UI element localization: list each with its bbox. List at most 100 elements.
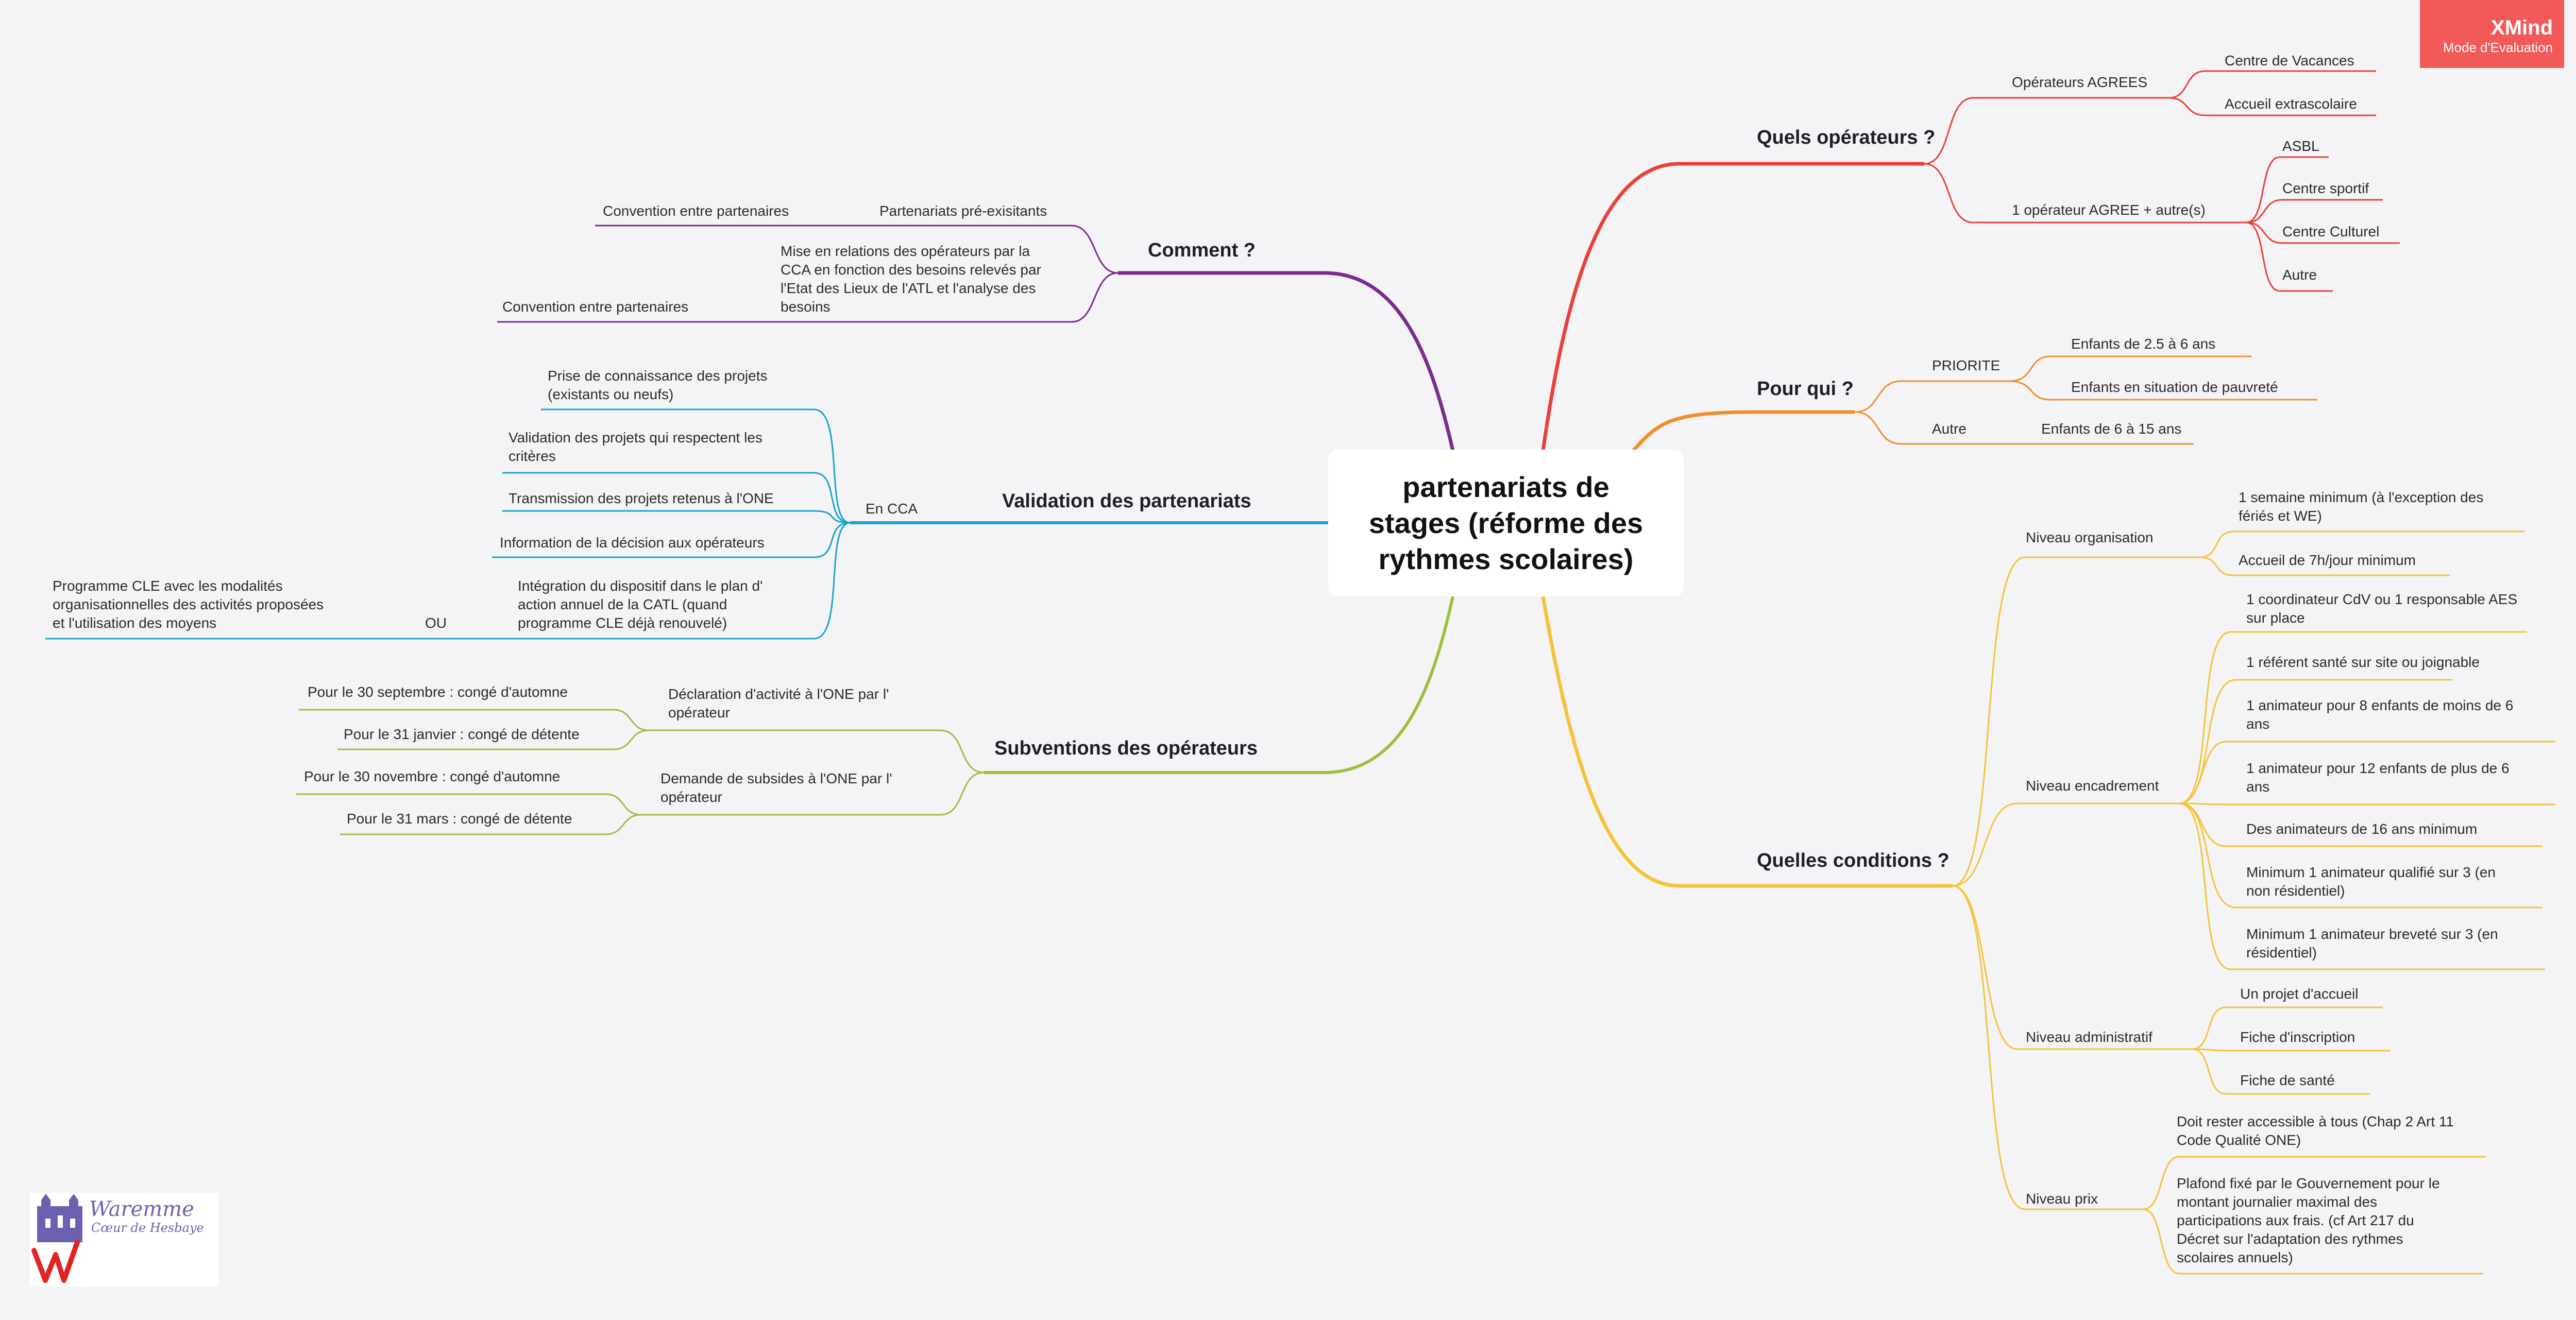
subtopic-demande-subsides[interactable]: Demande de subsides à l'ONE par l' opéra…	[660, 769, 892, 807]
xmind-evaluation-badge: XMind Mode d'Evaluation	[2420, 0, 2564, 68]
subtopic-demande-subsides-line-2: opérateur	[660, 789, 722, 805]
subtopic-convention-partenaires-2[interactable]: Convention entre partenaires	[502, 299, 689, 315]
logo-name: Waremme	[89, 1197, 194, 1221]
subtopic-animateurs-16-ans[interactable]: Des animateurs de 16 ans minimum	[2246, 821, 2478, 837]
connector-quelles-conditions	[1541, 596, 1953, 888]
subtopic-operateur-agree-autres[interactable]: 1 opérateur AGREE + autre(s)	[2012, 202, 2206, 218]
subtopic-mise-en-relations-line-3: l'Etat des Lieux de l'ATL et l'analyse d…	[781, 280, 1036, 296]
subtopic-coordinateur-line-1: 1 coordinateur CdV ou 1 responsable AES	[2246, 591, 2518, 607]
subtopic-accueil-extrascolaire[interactable]: Accueil extrascolaire	[2225, 96, 2357, 112]
subtopic-integration-dispositif[interactable]: Intégration du dispositif dans le plan d…	[518, 577, 762, 632]
subtopic-enfants-pauvrete[interactable]: Enfants en situation de pauvreté	[2071, 379, 2278, 395]
subtopic-autre-public[interactable]: Autre	[1932, 421, 1967, 437]
subtopic-partenariats-preexistants[interactable]: Partenariats pré-exisitants	[879, 203, 1047, 219]
topic-subventions-operateurs[interactable]: Subventions des opérateurs	[994, 738, 1258, 759]
subtopic-mise-en-relations-line-1: Mise en relations des opérateurs par la	[781, 243, 1030, 259]
subtopic-autre-operateur[interactable]: Autre	[2282, 267, 2317, 283]
central-topic-line-1: partenariats de	[1402, 470, 1609, 503]
subtopic-programme-cle-line-1: Programme CLE avec les modalités	[53, 578, 283, 594]
subtopic-animateur-8-enfants-line-2: ans	[2246, 716, 2270, 732]
subtopic-niveau-administratif[interactable]: Niveau administratif	[2026, 1029, 2153, 1045]
subtopic-declaration-activite[interactable]: Déclaration d'activité à l'ONE par l' op…	[668, 685, 889, 722]
subtopic-centre-culturel[interactable]: Centre Culturel	[2282, 224, 2380, 239]
subtopic-animateur-8-enfants-line-1: 1 animateur pour 8 enfants de moins de 6	[2246, 697, 2514, 713]
subtopic-transmission-projets[interactable]: Transmission des projets retenus à l'ONE	[509, 490, 774, 506]
connectors-pour-qui-children	[1854, 355, 2317, 445]
subtopic-animateur-12-enfants-line-2: ans	[2246, 779, 2270, 795]
topic-quelles-conditions[interactable]: Quelles conditions ?	[1757, 850, 1950, 871]
subtopic-plafond-gouvernement-line-5: scolaires annuels)	[2177, 1249, 2293, 1265]
subtopic-programme-cle-line-3: et l'utilisation des moyens	[53, 615, 217, 631]
connectors-quels-operateurs-children	[1924, 70, 2400, 292]
subtopic-animateur-qualifie[interactable]: Minimum 1 animateur qualifié sur 3 (en n…	[2246, 863, 2496, 900]
subtopic-niveau-organisation[interactable]: Niveau organisation	[2026, 529, 2154, 545]
subtopic-mise-en-relations-line-2: CCA en fonction des besoins relevés par	[781, 262, 1041, 278]
subtopic-31-janvier[interactable]: Pour le 31 janvier : congé de détente	[344, 726, 580, 742]
subtopic-programme-cle[interactable]: Programme CLE avec les modalités organis…	[53, 577, 324, 632]
subtopic-operateurs-agrees[interactable]: Opérateurs AGREES	[2012, 74, 2148, 90]
subtopic-fiche-inscription[interactable]: Fiche d'inscription	[2240, 1029, 2355, 1045]
waremme-logo-text: Waremme Cœur de Hesbaye	[89, 1198, 204, 1235]
subtopic-coordinateur-line-2: sur place	[2246, 610, 2305, 626]
subtopic-31-mars[interactable]: Pour le 31 mars : congé de détente	[347, 811, 572, 827]
subtopic-animateur-brevete-line-2: résidentiel)	[2246, 945, 2317, 961]
subtopic-centre-sportif[interactable]: Centre sportif	[2282, 180, 2369, 196]
subtopic-fiche-sante[interactable]: Fiche de santé	[2240, 1072, 2335, 1088]
connectors-subventions-children	[296, 709, 985, 835]
topic-pour-qui[interactable]: Pour qui ?	[1757, 378, 1854, 400]
subtopic-animateur-12-enfants[interactable]: 1 animateur pour 12 enfants de plus de 6…	[2246, 759, 2510, 796]
subtopic-accessible-a-tous-line-2: Code Qualité ONE)	[2177, 1132, 2301, 1148]
subtopic-niveau-prix[interactable]: Niveau prix	[2026, 1191, 2098, 1207]
subtopic-referent-sante[interactable]: 1 référent santé sur site ou joignable	[2246, 654, 2480, 670]
badge-title: XMind	[2491, 16, 2553, 39]
subtopic-prise-connaissance[interactable]: Prise de connaissance des projets (exist…	[548, 367, 767, 404]
connector-pour-qui	[1632, 410, 1855, 452]
subtopic-validation-projets-line-2: critères	[509, 448, 556, 464]
subtopic-validation-projets[interactable]: Validation des projets qui respectent le…	[509, 428, 762, 466]
subtopic-ou[interactable]: OU	[425, 615, 447, 631]
subtopic-30-novembre[interactable]: Pour le 30 novembre : congé d'automne	[304, 768, 561, 784]
subtopic-plafond-gouvernement-line-4: Décret sur l'adaptation des rythmes	[2177, 1231, 2403, 1247]
subtopic-convention-partenaires-1[interactable]: Convention entre partenaires	[603, 203, 789, 219]
subtopic-enfants-6-a-15[interactable]: Enfants de 6 à 15 ans	[2041, 421, 2182, 437]
subtopic-integration-dispositif-line-3: programme CLE déjà renouvelé)	[518, 615, 727, 631]
subtopic-mise-en-relations[interactable]: Mise en relations des opérateurs par la …	[781, 242, 1041, 316]
subtopic-validation-projets-line-1: Validation des projets qui respectent le…	[509, 430, 762, 445]
topic-quels-operateurs[interactable]: Quels opérateurs ?	[1757, 127, 1936, 148]
subtopic-accueil-7h[interactable]: Accueil de 7h/jour minimum	[2239, 552, 2416, 568]
subtopic-prise-connaissance-line-2: (existants ou neufs)	[548, 386, 674, 402]
topic-comment[interactable]: Comment ?	[1148, 239, 1256, 261]
topic-validation-partenariats[interactable]: Validation des partenariats	[1002, 490, 1251, 512]
central-topic[interactable]: partenariats de stages (réforme des ryth…	[1328, 450, 1684, 596]
subtopic-animateur-brevete[interactable]: Minimum 1 animateur breveté sur 3 (en ré…	[2246, 925, 2498, 962]
subtopic-en-cca[interactable]: En CCA	[866, 501, 918, 517]
connector-comment	[1118, 271, 1455, 451]
subtopic-centre-vacances[interactable]: Centre de Vacances	[2225, 53, 2354, 68]
subtopic-information-decision[interactable]: Information de la décision aux opérateur…	[500, 535, 765, 551]
subtopic-projet-accueil[interactable]: Un projet d'accueil	[2240, 986, 2359, 1002]
subtopic-niveau-encadrement[interactable]: Niveau encadrement	[2026, 778, 2159, 794]
subtopic-30-septembre[interactable]: Pour le 30 septembre : congé d'automne	[308, 684, 568, 700]
subtopic-demande-subsides-line-1: Demande de subsides à l'ONE par l'	[660, 770, 892, 786]
subtopic-animateur-8-enfants[interactable]: 1 animateur pour 8 enfants de moins de 6…	[2246, 696, 2513, 733]
subtopic-animateur-qualifie-line-2: non résidentiel)	[2246, 883, 2345, 899]
subtopic-priorite[interactable]: PRIORITE	[1932, 357, 2001, 373]
subtopic-declaration-activite-line-1: Déclaration d'activité à l'ONE par l'	[668, 686, 889, 702]
subtopic-animateur-brevete-line-1: Minimum 1 animateur breveté sur 3 (en	[2246, 926, 2498, 942]
subtopic-mise-en-relations-line-4: besoins	[781, 299, 831, 315]
subtopic-asbl[interactable]: ASBL	[2282, 138, 2319, 154]
subtopic-plafond-gouvernement-line-2: montant journalier maximal des	[2177, 1194, 2378, 1210]
subtopic-enfants-2-5-a-6[interactable]: Enfants de 2.5 à 6 ans	[2071, 336, 2216, 352]
connectors-comment-children	[497, 225, 1118, 323]
subtopic-une-semaine-minimum-line-1: 1 semaine minimum (à l'exception des	[2239, 489, 2484, 505]
central-topic-line-3: rythmes scolaires)	[1378, 542, 1634, 575]
connector-quels-operateurs	[1541, 162, 1924, 451]
subtopic-accessible-a-tous-line-1: Doit rester accessible à tous (Chap 2 Ar…	[2177, 1113, 2454, 1129]
subtopic-accessible-a-tous[interactable]: Doit rester accessible à tous (Chap 2 Ar…	[2177, 1112, 2454, 1150]
waremme-logo: Waremme Cœur de Hesbaye	[30, 1193, 218, 1287]
subtopic-coordinateur[interactable]: 1 coordinateur CdV ou 1 responsable AES …	[2246, 590, 2517, 627]
subtopic-plafond-gouvernement[interactable]: Plafond fixé par le Gouvernement pour le…	[2177, 1174, 2440, 1267]
subtopic-prise-connaissance-line-1: Prise de connaissance des projets	[548, 368, 768, 384]
subtopic-une-semaine-minimum[interactable]: 1 semaine minimum (à l'exception des fér…	[2239, 488, 2483, 525]
waremme-emblem-icon	[31, 1194, 82, 1283]
